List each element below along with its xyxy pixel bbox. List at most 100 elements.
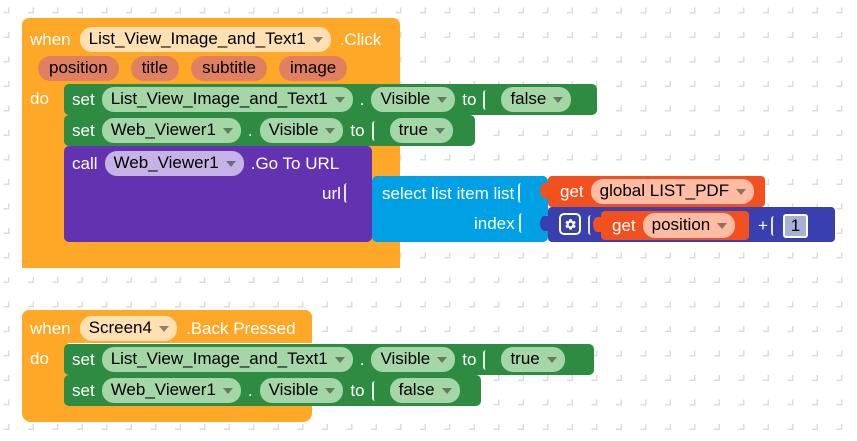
param-subtitle[interactable]: subtitle xyxy=(191,55,267,81)
property-dropdown-visible[interactable]: Visible xyxy=(259,378,344,403)
set-component-dropdown[interactable]: Web_Viewer1 xyxy=(101,378,241,403)
logic-value: false xyxy=(398,380,435,399)
set-webviewer-visible-true-row: set Web_Viewer1 . Visible to true xyxy=(72,117,453,144)
backpressed-header: when Screen4 .Back Pressed xyxy=(30,314,296,342)
logic-value: true xyxy=(398,120,428,139)
chevron-down-icon[interactable] xyxy=(334,357,345,363)
set-keyword: set xyxy=(72,350,95,369)
math-mutator-gear[interactable] xyxy=(559,213,581,236)
chevron-down-icon[interactable] xyxy=(553,97,564,103)
set-component-dropdown[interactable]: List_View_Image_and_Text1 xyxy=(101,347,353,372)
call-webviewer-header: call Web_Viewer1 .Go To URL xyxy=(72,150,339,176)
logic-true-dropdown[interactable]: true xyxy=(501,347,565,372)
event-name: .Click xyxy=(339,29,382,49)
param-title[interactable]: title xyxy=(130,55,180,81)
math-addition-row xyxy=(588,211,597,238)
chevron-down-icon[interactable] xyxy=(437,357,448,363)
call-component-dropdown[interactable]: Web_Viewer1 xyxy=(104,150,244,176)
value-socket[interactable] xyxy=(371,378,381,404)
set-component-dropdown[interactable]: List_View_Image_and_Text1 xyxy=(101,87,353,112)
number-field-1[interactable]: 1 xyxy=(782,213,808,238)
property-dropdown-visible[interactable]: Visible xyxy=(259,118,344,143)
component-name: List_View_Image_and_Text1 xyxy=(110,349,328,368)
left-plug xyxy=(540,216,549,231)
chevron-down-icon[interactable] xyxy=(158,325,169,332)
do-label-backpressed: do xyxy=(30,349,49,368)
component-name: Screen4 xyxy=(88,317,152,337)
block-backpressed-footer xyxy=(22,404,312,422)
url-arg-label: url xyxy=(322,183,341,203)
variable-dropdown-global-listpdf[interactable]: global LIST_PDF xyxy=(590,179,755,204)
when-click-header: when List_View_Image_and_Text1 .Click xyxy=(30,24,400,54)
set-listview-visible-false-row: set List_View_Image_and_Text1 . Visible … xyxy=(72,86,572,113)
url-value-socket[interactable] xyxy=(343,180,353,206)
event-name: .Back Pressed xyxy=(185,318,296,338)
chevron-down-icon[interactable] xyxy=(312,36,323,43)
chevron-down-icon[interactable] xyxy=(325,388,336,394)
when-click-params: position title subtitle image xyxy=(38,55,348,81)
math-operator-group: + 1 xyxy=(758,212,808,239)
set-keyword: set xyxy=(72,90,95,109)
dot-separator: . xyxy=(359,350,365,369)
chevron-down-icon[interactable] xyxy=(437,97,448,103)
set-webviewer-visible-false-row: set Web_Viewer1 . Visible to false xyxy=(72,377,460,404)
component-name: List_View_Image_and_Text1 xyxy=(88,28,306,48)
chevron-down-icon[interactable] xyxy=(225,160,236,167)
set-listview-visible-true-row: set List_View_Image_and_Text1 . Visible … xyxy=(72,346,565,373)
dot-separator: . xyxy=(247,381,253,400)
to-keyword: to xyxy=(462,350,477,369)
component-name: Web_Viewer1 xyxy=(110,380,216,399)
component-dropdown-listview[interactable]: List_View_Image_and_Text1 xyxy=(79,26,331,52)
get-position-row: get position xyxy=(612,213,736,238)
param-position[interactable]: position xyxy=(38,55,119,81)
get-keyword: get xyxy=(612,216,636,235)
variable-name: position xyxy=(651,215,711,234)
chevron-down-icon[interactable] xyxy=(546,357,557,363)
when-keyword: when xyxy=(30,318,71,338)
dot-separator: . xyxy=(247,121,253,140)
chevron-down-icon[interactable] xyxy=(736,189,747,195)
chevron-down-icon[interactable] xyxy=(222,388,233,394)
gear-icon[interactable] xyxy=(559,213,581,235)
component-name: Web_Viewer1 xyxy=(113,152,219,172)
logic-false-dropdown[interactable]: false xyxy=(501,87,572,112)
logic-true-dropdown[interactable]: true xyxy=(389,118,453,143)
value-socket[interactable] xyxy=(483,87,492,113)
logic-false-dropdown[interactable]: false xyxy=(389,378,460,403)
addend-right-socket[interactable] xyxy=(770,213,780,239)
variable-dropdown-position[interactable]: position xyxy=(642,213,736,238)
when-keyword: when xyxy=(30,29,71,49)
logic-value: true xyxy=(510,349,540,368)
select-list-item-label: select list item list xyxy=(382,183,515,203)
to-keyword: to xyxy=(350,381,365,400)
select-list-item-index-row: index xyxy=(474,211,528,235)
left-plug xyxy=(540,183,549,198)
chevron-down-icon[interactable] xyxy=(325,128,336,134)
property-name: Visible xyxy=(380,349,431,368)
index-label: index xyxy=(474,213,515,233)
property-dropdown-visible[interactable]: Visible xyxy=(371,87,456,112)
addend-left-socket[interactable] xyxy=(588,212,597,238)
index-value-socket[interactable] xyxy=(518,210,528,236)
chevron-down-icon[interactable] xyxy=(334,97,345,103)
chevron-down-icon[interactable] xyxy=(717,223,728,229)
set-component-dropdown[interactable]: Web_Viewer1 xyxy=(101,118,241,143)
call-keyword: call xyxy=(72,153,98,173)
call-url-arg: url xyxy=(322,180,353,206)
select-list-item-list-row: select list item list xyxy=(382,181,527,205)
component-dropdown-screen4[interactable]: Screen4 xyxy=(79,315,177,341)
chevron-down-icon[interactable] xyxy=(441,388,452,394)
variable-name: global LIST_PDF xyxy=(599,181,730,200)
list-value-socket[interactable] xyxy=(518,180,527,206)
plus-operator: + xyxy=(758,216,768,235)
to-keyword: to xyxy=(462,90,477,109)
value-socket[interactable] xyxy=(371,118,381,144)
component-name: Web_Viewer1 xyxy=(110,120,216,139)
method-name: .Go To URL xyxy=(250,153,340,173)
chevron-down-icon[interactable] xyxy=(434,128,445,134)
chevron-down-icon[interactable] xyxy=(222,128,233,134)
value-socket[interactable] xyxy=(483,347,492,373)
param-image[interactable]: image xyxy=(278,55,348,81)
property-dropdown-visible[interactable]: Visible xyxy=(371,347,456,372)
